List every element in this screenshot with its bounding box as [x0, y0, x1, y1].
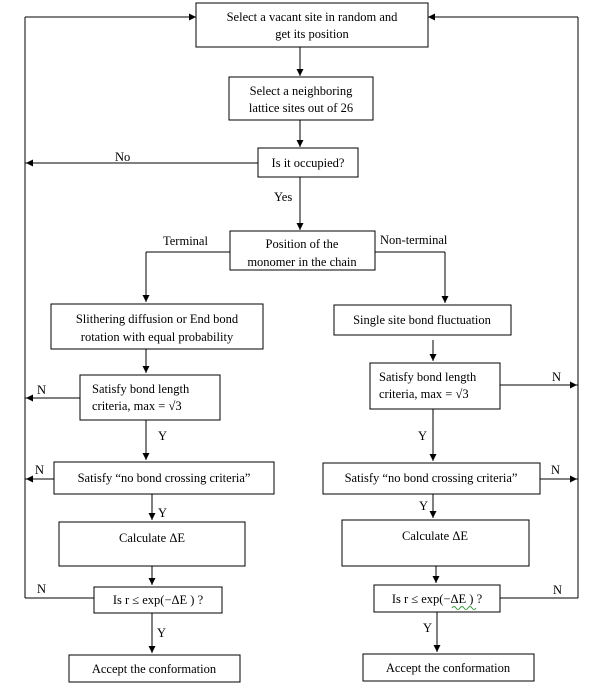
box-position: Position of the monomer in the chain — [229, 230, 376, 271]
spellcheck-squiggle — [451, 606, 477, 610]
box-right-calc: Calculate ΔE — [341, 519, 530, 567]
box-left-calc: Calculate ΔE — [58, 521, 246, 567]
box-select-neighbor: Select a neighboring lattice sites out o… — [228, 76, 374, 121]
box-left-cross-text: Satisfy “no bond crossing criteria” — [78, 471, 251, 485]
label-left-cross-n: N — [35, 463, 44, 477]
edge-labels: No Yes Terminal Non-terminal N Y N Y N Y… — [35, 150, 562, 640]
label-right-bond-n: N — [552, 370, 561, 384]
box-right-accept-text: Accept the conformation — [386, 661, 511, 675]
label-non-terminal: Non-terminal — [380, 233, 448, 247]
box-right-bond: Satisfy bond length criteria, max = √3 — [369, 362, 501, 410]
label-right-test-y: Y — [423, 621, 432, 635]
box-left-test: Is r ≤ exp(−ΔE ) ? — [93, 586, 223, 614]
label-no: No — [115, 150, 130, 164]
box-left-bond-line2: criteria, max = √3 — [92, 399, 182, 413]
box-left-accept-text: Accept the conformation — [92, 662, 217, 676]
box-select-neighbor-line1: Select a neighboring — [250, 84, 353, 98]
box-right-move-text: Single site bond fluctuation — [353, 313, 492, 327]
box-select-vacant-line2: get its position — [275, 27, 349, 41]
box-left-move-line1: Slithering diffusion or End bond — [76, 312, 239, 326]
box-right-test: Is r ≤ exp(−ΔE ) ? — [373, 584, 501, 613]
box-position-line1: Position of the — [266, 237, 339, 251]
box-right-bond-line2: criteria, max = √3 — [379, 387, 469, 401]
box-left-test-text: Is r ≤ exp(−ΔE ) ? — [113, 593, 204, 607]
label-right-test-n: N — [553, 583, 562, 597]
connectors — [24, 13, 579, 653]
box-left-calc-text: Calculate ΔE — [119, 531, 185, 545]
box-right-cross: Satisfy “no bond crossing criteria” — [322, 462, 541, 495]
label-right-bond-y: Y — [418, 429, 427, 443]
box-right-calc-text: Calculate ΔE — [402, 529, 468, 543]
box-right-accept: Accept the conformation — [362, 653, 535, 682]
box-left-bond: Satisfy bond length criteria, max = √3 — [79, 374, 221, 421]
box-select-vacant: Select a vacant site in random and get i… — [195, 2, 429, 48]
box-right-test-text: Is r ≤ exp(−ΔE ) ? — [392, 592, 483, 606]
box-occupied: Is it occupied? — [257, 147, 359, 178]
box-left-accept: Accept the conformation — [68, 654, 241, 683]
box-occupied-text: Is it occupied? — [272, 156, 345, 170]
box-right-cross-text: Satisfy “no bond crossing criteria” — [345, 471, 518, 485]
label-right-cross-n: N — [551, 463, 560, 477]
label-yes: Yes — [274, 190, 292, 204]
label-left-test-n: N — [37, 582, 46, 596]
label-terminal: Terminal — [163, 234, 208, 248]
box-select-vacant-line1: Select a vacant site in random and — [227, 10, 399, 24]
box-left-cross: Satisfy “no bond crossing criteria” — [53, 461, 275, 495]
box-left-move-line2: rotation with equal probability — [81, 330, 234, 344]
box-select-neighbor-line2: lattice sites out of 26 — [249, 101, 353, 115]
label-left-test-y: Y — [157, 626, 166, 640]
label-left-bond-y: Y — [158, 429, 167, 443]
label-left-cross-y: Y — [158, 506, 167, 520]
label-left-bond-n: N — [37, 383, 46, 397]
label-right-cross-y: Y — [419, 499, 428, 513]
box-right-move: Single site bond fluctuation — [333, 304, 512, 336]
box-left-move: Slithering diffusion or End bond rotatio… — [50, 303, 264, 350]
box-position-line2: monomer in the chain — [247, 255, 357, 269]
box-right-bond-line1: Satisfy bond length — [379, 370, 477, 384]
box-left-bond-line1: Satisfy bond length — [92, 382, 190, 396]
